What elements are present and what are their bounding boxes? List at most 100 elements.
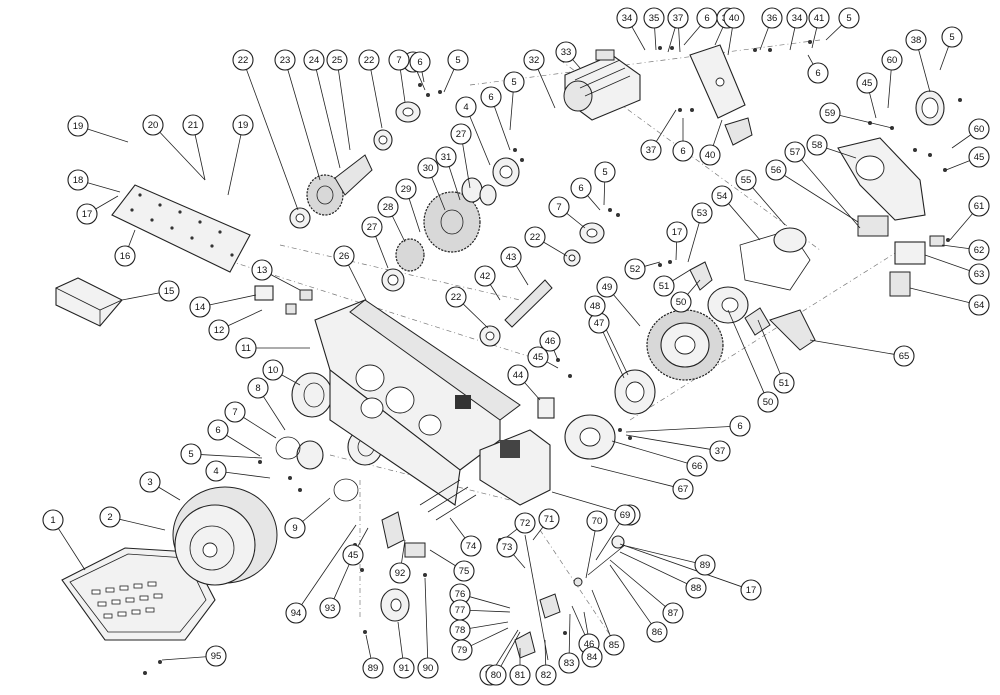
part-callout: 37 [709, 440, 731, 462]
leader-line [644, 261, 661, 267]
part-callout: 36 [761, 7, 783, 29]
callout-number: 35 [649, 13, 660, 24]
leader-line [375, 236, 389, 269]
callout-circle [538, 508, 560, 530]
callout-circle [666, 221, 688, 243]
leader-line [727, 27, 733, 56]
leader-line [759, 27, 769, 51]
callout-number: 90 [423, 663, 434, 674]
callout-number: 45 [533, 352, 544, 363]
callout-circle [819, 102, 841, 124]
callout-circle [232, 49, 254, 71]
leader-line [675, 241, 678, 261]
leader-line [621, 544, 696, 564]
callout-circle [586, 510, 608, 532]
callout-number: 86 [652, 627, 663, 638]
callout-number: 60 [887, 55, 898, 66]
callout-circle [284, 517, 306, 539]
callout-number: 49 [602, 282, 613, 293]
callout-circle [409, 51, 431, 73]
leader-line [161, 656, 207, 661]
callout-number: 10 [268, 365, 279, 376]
part-callout: 22 [524, 226, 546, 248]
part-callout: 45 [968, 146, 990, 168]
leader-line [443, 69, 455, 93]
callout-circle [686, 455, 708, 477]
callout-circle [807, 62, 829, 84]
part-callout: 40 [699, 144, 721, 166]
leader-line [416, 71, 426, 91]
lever-assembly [514, 534, 561, 661]
part-callout: 89 [362, 657, 384, 679]
callout-number: 88 [691, 583, 702, 594]
leader-line [357, 527, 369, 547]
leader-line [585, 530, 596, 579]
callout-circle [667, 7, 689, 29]
callout-number: 62 [974, 245, 985, 256]
callout-circle [614, 504, 636, 526]
leader-line [287, 69, 321, 181]
callout-circle [881, 49, 903, 71]
callout-number: 89 [700, 560, 711, 571]
callout-circle [67, 115, 89, 137]
callout-number: 69 [620, 510, 631, 521]
leader-line [631, 26, 646, 51]
callout-number: 7 [556, 202, 561, 213]
callout-circle [740, 579, 762, 601]
callout-number: 27 [456, 129, 467, 140]
callout-number: 23 [280, 55, 291, 66]
part-callout: 11 [235, 337, 257, 359]
callout-number: 17 [82, 209, 93, 220]
part-callout: 87 [662, 602, 684, 624]
callout-number: 53 [697, 208, 708, 219]
leader-line [757, 319, 781, 374]
gasket-and-roller [739, 227, 816, 351]
callout-number: 5 [602, 167, 607, 178]
leader-line [945, 160, 970, 171]
leader-line [462, 303, 489, 329]
leader-line [397, 621, 404, 659]
leader-line [225, 471, 271, 479]
part-callout: 83 [558, 652, 580, 674]
leader-line [209, 294, 257, 306]
ring-gear [646, 309, 724, 381]
part-callout: 65 [893, 345, 915, 367]
leader-line [869, 92, 877, 119]
leader-line [301, 524, 357, 605]
leader-line [469, 596, 511, 609]
leader-line [509, 91, 514, 131]
callout-circle [596, 276, 618, 298]
part-callout: 28 [377, 196, 399, 218]
leader-line [448, 166, 461, 201]
part-callout: 45 [856, 72, 878, 94]
part-callout: 86 [646, 621, 668, 643]
callout-number: 32 [529, 55, 540, 66]
callout-number: 18 [73, 175, 84, 186]
leader-line [924, 254, 970, 272]
part-callout: 84 [581, 646, 603, 668]
part-callout: 73 [496, 536, 518, 558]
leader-line [553, 350, 559, 361]
part-callout: 61 [968, 195, 990, 217]
part-callout: 6 [207, 419, 229, 441]
callout-circle [893, 345, 915, 367]
part-callout: 19 [232, 114, 254, 136]
callout-number: 93 [325, 603, 336, 614]
part-callout: 29 [395, 178, 417, 200]
callout-number: 17 [672, 227, 683, 238]
callout-circle [42, 509, 64, 531]
connector-blocks [254, 285, 313, 315]
motor-box [479, 429, 551, 506]
part-callout: 63 [968, 263, 990, 285]
part-callout: 7 [548, 196, 570, 218]
rods [404, 479, 477, 558]
part-callout: 52 [624, 258, 646, 280]
leader-line [571, 605, 586, 636]
part-callout: 2 [99, 506, 121, 528]
part-callout: 27 [450, 123, 472, 145]
part-callout: 34 [616, 7, 638, 29]
part-callout: 95 [205, 645, 227, 667]
part-callout: 26 [333, 245, 355, 267]
callout-number: 22 [451, 292, 462, 303]
callout-number: 26 [339, 251, 350, 262]
